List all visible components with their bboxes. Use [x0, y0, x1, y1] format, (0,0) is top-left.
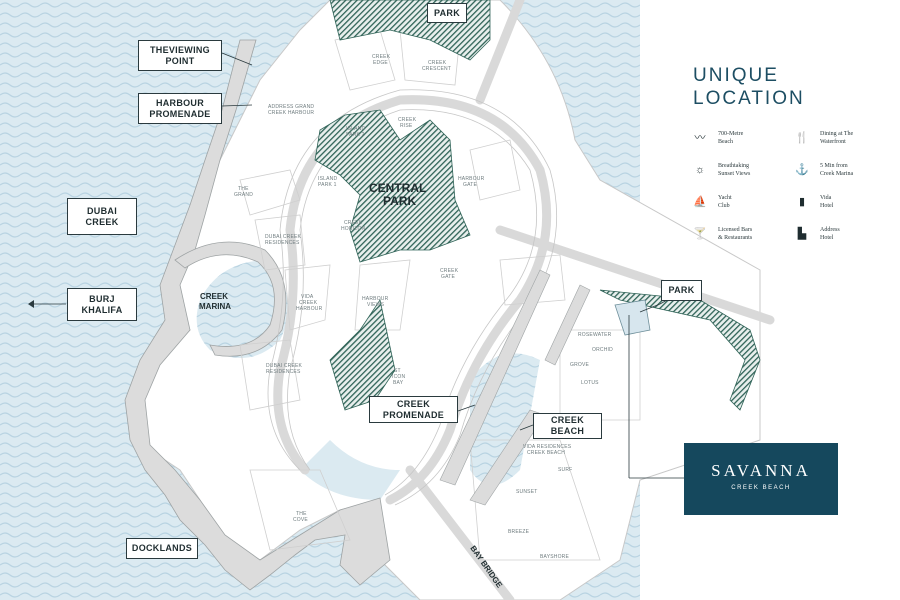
callout-viewing-point[interactable]: THEVIEWING POINT	[138, 40, 222, 71]
bar-icon: 🍸	[693, 228, 707, 240]
callout-park-right-label: PARK	[668, 285, 695, 295]
hotel-icon: ▮	[798, 196, 806, 208]
promenade-rim	[124, 39, 391, 591]
callout-viewing-point-line1: THEVIEWING	[149, 44, 210, 55]
ring-roads	[273, 0, 775, 600]
callout-creek-promenade-line1: CREEK	[396, 398, 430, 409]
callout-creek-beach-line1: CREEK	[550, 415, 584, 425]
callout-burj-khalifa[interactable]: BURJ KHALIFA	[67, 288, 137, 321]
callout-harbour-promenade-line1: HARBOUR	[155, 97, 205, 108]
savanna-brand-panel[interactable]: SAVANNA CREEK BEACH	[684, 443, 838, 515]
title-line1: UNIQUE	[693, 65, 779, 86]
label-sunset: SUNSET	[516, 489, 537, 495]
callout-creek-promenade-line2: PROMENADE	[382, 409, 445, 420]
central-park-label: CENTRAL PARK	[369, 181, 429, 208]
central-park-zone	[314, 109, 471, 263]
tower-icon: ▙	[797, 228, 807, 240]
label-orchid: ORCHID	[592, 347, 613, 353]
creek-marina-label: CREEK MARINA	[199, 292, 231, 311]
callout-harbour-promenade[interactable]: HARBOUR PROMENADE	[138, 93, 222, 124]
callout-viewing-point-line2: POINT	[165, 55, 195, 66]
label-rosewater: ROSEWATER	[578, 332, 612, 338]
yacht-icon: ⛵	[693, 196, 707, 208]
callout-dubai-creek-line1: DUBAI	[87, 205, 117, 216]
brand-name: SAVANNA	[711, 461, 811, 480]
legend-item-bars: 🍸 Licensed Bars& Restaurants	[692, 224, 772, 250]
title-line2: LOCATION	[693, 88, 805, 109]
label-lotus: LOTUS	[581, 380, 599, 386]
dining-icon: 🍴	[795, 132, 809, 144]
callout-docklands-label: DOCKLANDS	[131, 543, 193, 553]
unique-location-title: UNIQUE LOCATION	[693, 64, 805, 110]
label-breeze: BREEZE	[508, 529, 530, 535]
callout-park-top-label: PARK	[433, 7, 461, 18]
callout-creek-beach[interactable]: CREEK BEACH	[533, 413, 602, 439]
legend-text-bars: Licensed Bars& Restaurants	[718, 227, 753, 241]
sunset-icon: ☼	[694, 164, 706, 176]
callout-dubai-creek[interactable]: DUBAI CREEK	[67, 198, 137, 235]
promenade-strip	[439, 269, 551, 486]
park-right-area	[599, 289, 761, 411]
brand-subtitle: CREEK BEACH	[731, 485, 791, 491]
anchor-icon: ⚓	[795, 164, 809, 176]
callout-burj-khalifa-line2: KHALIFA	[81, 304, 123, 315]
callout-dubai-creek-line2: CREEK	[85, 216, 119, 227]
callout-creek-promenade[interactable]: CREEK PROMENADE	[369, 396, 458, 423]
beach-icon: 〰	[694, 132, 706, 144]
label-grove: GROVE	[570, 362, 590, 368]
callout-harbour-promenade-line2: PROMENADE	[149, 108, 211, 119]
callout-creek-beach-line2: BEACH	[550, 426, 585, 436]
label-bayshore: BAYSHORE	[540, 554, 569, 560]
callout-burj-khalifa-line1: BURJ	[89, 293, 115, 304]
marina-ring	[174, 241, 287, 357]
callout-docklands[interactable]: DOCKLANDS	[126, 538, 198, 559]
callout-park-top[interactable]: PARK	[427, 3, 467, 23]
label-surf: SURF	[558, 467, 572, 473]
callout-park-right[interactable]: PARK	[661, 280, 702, 301]
